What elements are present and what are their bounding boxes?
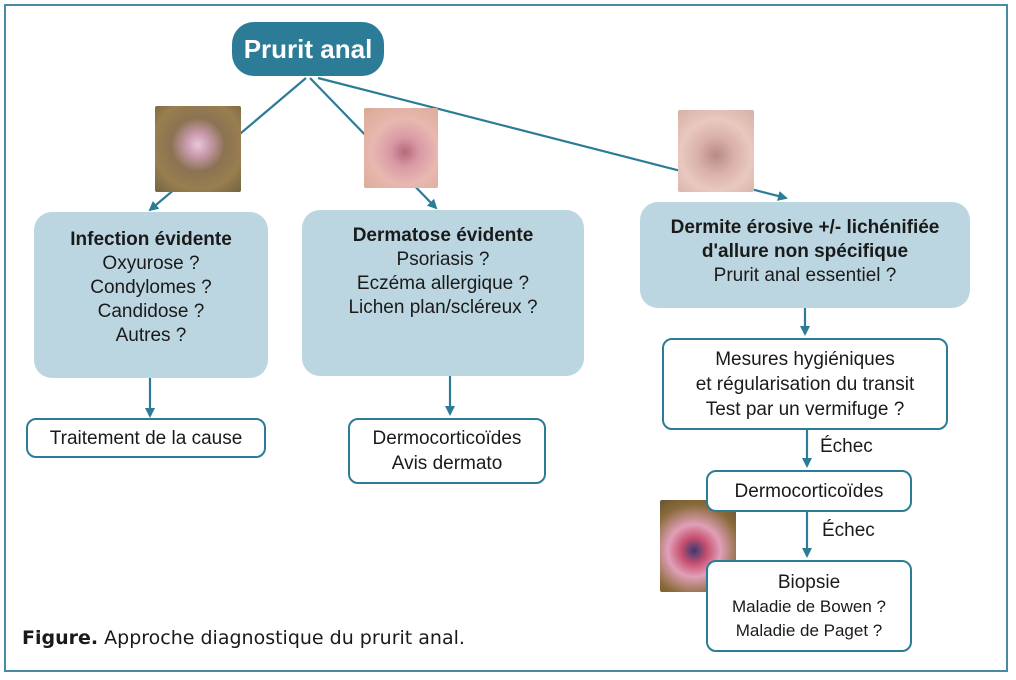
biopsy-title: Biopsie (777, 571, 841, 593)
hygiene-line: Mesures hygiéniques (715, 348, 895, 370)
caption-label: Figure. (22, 627, 99, 649)
biopsy-box: Biopsie Maladie de Bowen ? Maladie de Pa… (706, 560, 912, 652)
dermatose-item: Psoriasis ? (396, 249, 490, 270)
dermatose-item: Eczéma allergique ? (356, 273, 530, 294)
infection-title: Infection évidente (70, 229, 232, 250)
dermatose-item: Lichen plan/scléreux ? (348, 297, 538, 318)
biopsy-line: Maladie de Bowen ? (731, 596, 887, 616)
outcome-line: Dermocorticoïdes (372, 428, 522, 449)
infection-item: Condylomes ? (90, 277, 212, 298)
root-label: Prurit anal (243, 33, 373, 64)
dermatose-box: Dermatose évidente Psoriasis ? Eczéma al… (302, 210, 584, 376)
dermite-box: Dermite érosive +/- lichénifiée d'allure… (640, 202, 970, 308)
figure-frame (4, 4, 1008, 672)
dermatose-title: Dermatose évidente (352, 225, 534, 246)
caption-text: Approche diagnostique du prurit anal. (98, 627, 465, 649)
dermocorticoides-label: Dermocorticoïdes (734, 480, 884, 502)
biopsy-line: Maladie de Paget ? (735, 620, 883, 640)
dermite-title-line: d'allure non spécifique (701, 241, 909, 262)
dermite-subtitle: Prurit anal essentiel ? (713, 265, 897, 286)
echec-label-2: Échec (822, 520, 875, 541)
dermocorticoides-box: Dermocorticoïdes (706, 470, 912, 512)
figure-caption: Figure. Approche diagnostique du prurit … (22, 627, 465, 649)
infection-item: Oxyurose ? (102, 253, 200, 274)
hygiene-box: Mesures hygiéniques et régularisation du… (662, 338, 948, 430)
root-node: Prurit anal (232, 22, 384, 76)
hygiene-line: Test par un vermifuge ? (705, 398, 905, 420)
echec-label-1: Échec (820, 436, 873, 457)
treatment-label: Traitement de la cause (49, 427, 243, 449)
hygiene-line: et régularisation du transit (695, 373, 915, 395)
treatment-box: Traitement de la cause (26, 418, 266, 458)
infection-item: Candidose ? (97, 301, 205, 322)
clinical-photo-dermatose (364, 108, 438, 188)
clinical-photo-infection (155, 106, 241, 192)
dermite-title-line: Dermite érosive +/- lichénifiée (670, 217, 940, 238)
outcome-line: Avis dermato (391, 453, 503, 474)
infection-item: Autres ? (115, 325, 187, 346)
infection-box: Infection évidente Oxyurose ? Condylomes… (34, 212, 268, 378)
dermocorticoides-avis-box: Dermocorticoïdes Avis dermato (348, 418, 546, 484)
clinical-photo-dermite (678, 110, 754, 192)
